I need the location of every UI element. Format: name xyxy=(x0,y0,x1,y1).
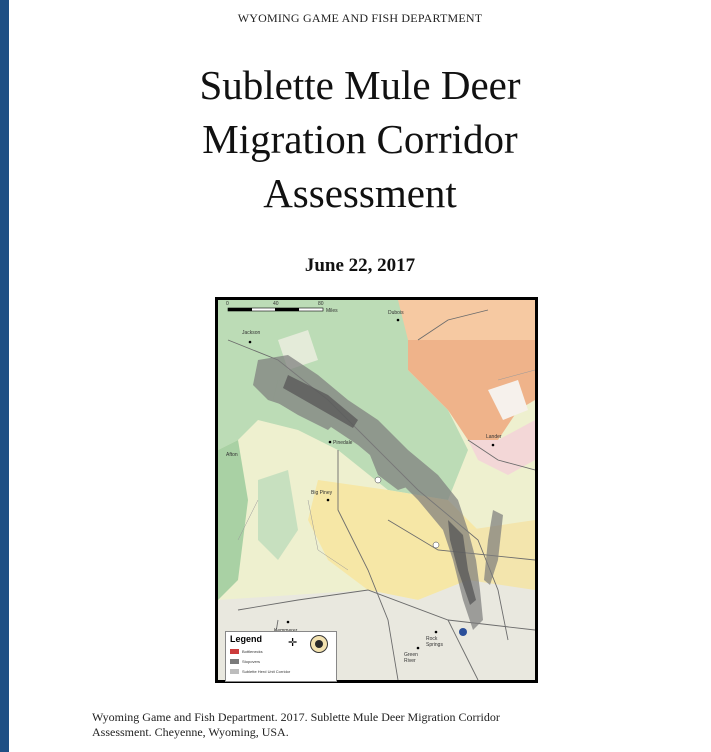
map-label-rock-springs: Rock Springs xyxy=(426,636,443,648)
legend-item-stopovers: Stopovers xyxy=(230,659,260,664)
map-label-jackson: Jackson xyxy=(242,330,261,336)
map-label-pinedale: Pinedale xyxy=(333,440,353,446)
stopover-swatch-icon xyxy=(230,659,239,664)
legend-label: Stopovers xyxy=(242,659,261,664)
map-label-lander: Lander xyxy=(486,434,502,440)
legend-item-bottlenecks: Bottlenecks xyxy=(230,649,263,654)
legend-item-corridor: Sublette Herd Unit Corridor xyxy=(230,669,290,674)
document-page: WYOMING GAME AND FISH DEPARTMENT Sublett… xyxy=(9,0,711,752)
map-label-green-river: Green River xyxy=(404,652,418,664)
map-label-afton: Afton xyxy=(226,452,238,458)
citation-line-2: Assessment. Cheyenne, Wyoming, USA. xyxy=(92,725,289,739)
organization-header: WYOMING GAME AND FISH DEPARTMENT xyxy=(237,11,483,25)
map-legend: Legend ✛ Bottlenecks Stopovers Sublette … xyxy=(225,631,337,682)
legend-label: Sublette Herd Unit Corridor xyxy=(242,669,291,674)
scale-unit: Miles xyxy=(326,308,338,314)
citation-line-1: Wyoming Game and Fish Department. 2017. … xyxy=(92,710,500,724)
title-line-1: Sublette Mule Deer xyxy=(199,62,521,108)
corridor-swatch-icon xyxy=(230,669,239,674)
document-date: June 22, 2017 xyxy=(304,255,416,276)
scale-tick-80: 80 xyxy=(318,301,324,307)
document-title: Sublette Mule Deer Migration Corridor As… xyxy=(9,58,711,220)
wgfd-seal-icon xyxy=(310,635,328,653)
scale-tick-40: 40 xyxy=(273,301,279,307)
title-line-3: Assessment xyxy=(263,170,457,216)
map-label-big-piney: Big Piney xyxy=(311,490,333,496)
citation: Wyoming Game and Fish Department. 2017. … xyxy=(92,710,652,740)
compass-rose-icon: ✛ xyxy=(288,637,298,649)
migration-map: Jackson Dubois Lander Afton Pinedale Big… xyxy=(215,297,538,683)
scale-tick-0: 0 xyxy=(226,301,229,307)
map-label-dubois: Dubois xyxy=(388,310,404,316)
map-graphic xyxy=(218,300,535,680)
legend-title: Legend xyxy=(230,634,263,644)
legend-label: Bottlenecks xyxy=(242,649,263,654)
bottleneck-swatch-icon xyxy=(230,649,239,654)
title-line-2: Migration Corridor xyxy=(202,116,518,162)
